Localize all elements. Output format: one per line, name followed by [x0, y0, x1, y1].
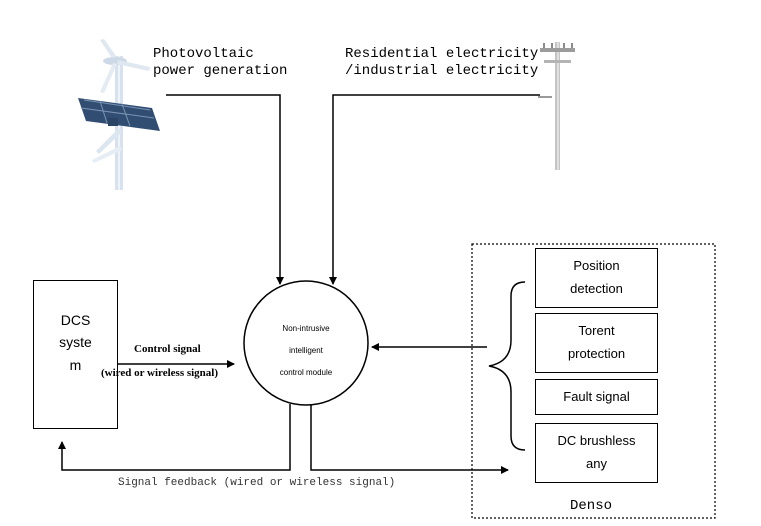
- pv-label: Photovoltaic power generation: [153, 46, 288, 79]
- denso-brace: [488, 281, 526, 451]
- wind-solar-tower-icon: [78, 39, 160, 190]
- dcs-system-box: DCS syste m: [33, 280, 118, 429]
- denso-boundary: [471, 243, 716, 519]
- fault-signal-box: Fault signal: [535, 379, 658, 415]
- control-module-label: Non-intrusive intelligent control module: [279, 324, 333, 377]
- pv-to-module-arrow: [166, 94, 284, 285]
- control-signal-sublabel: (wired or wireless signal): [101, 367, 219, 379]
- feedback-arrow: [58, 404, 291, 471]
- grid-to-module-arrow: [329, 94, 540, 285]
- control-module-circle: [243, 280, 369, 406]
- feedback-label: Signal feedback (wired or wireless signa…: [118, 477, 396, 489]
- module-to-denso-arrow: [310, 405, 509, 474]
- utility-pole-icon: [538, 42, 575, 170]
- control-signal-label: Control signal: [134, 343, 201, 355]
- grid-label: Residential electricity /industrial elec…: [345, 46, 539, 79]
- denso-label: Denso: [570, 498, 613, 514]
